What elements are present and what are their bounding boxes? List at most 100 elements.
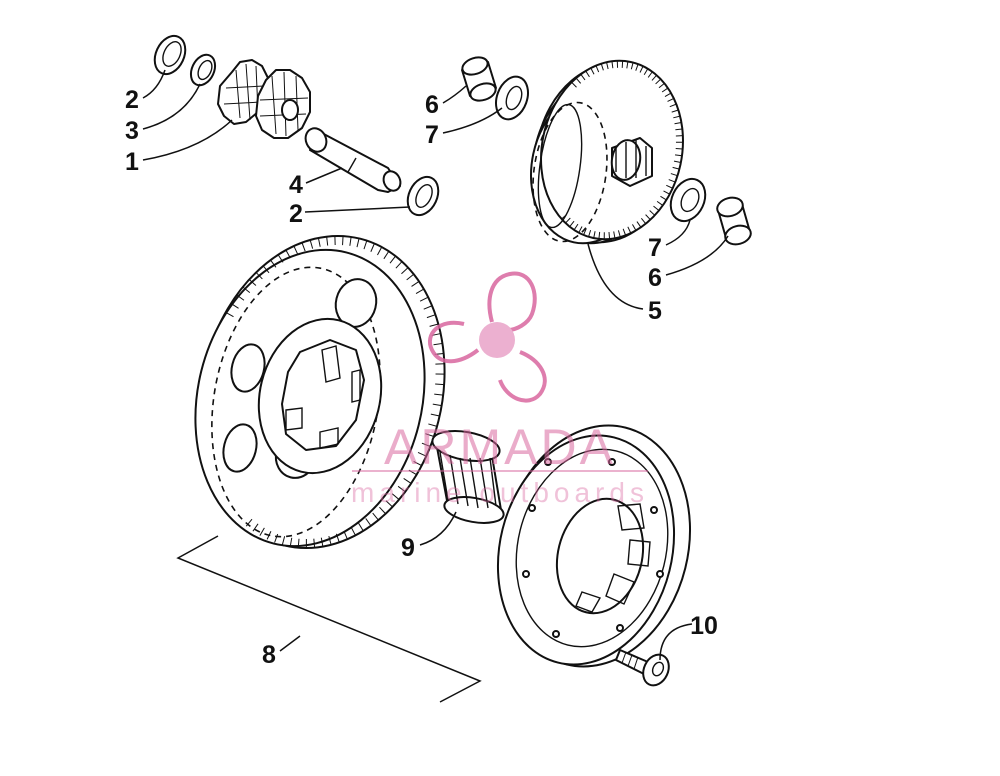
gear-tooth [413, 461, 422, 467]
gear-tooth [428, 423, 438, 427]
gear-tooth [622, 228, 627, 236]
gear-tooth [575, 77, 582, 84]
gear-tooth [297, 538, 300, 548]
callout-6-top: 6 [425, 91, 439, 119]
propeller-logo-icon [428, 271, 547, 403]
gear-tooth [403, 478, 412, 484]
gear-tooth [335, 533, 340, 543]
gear-tooth [377, 246, 383, 256]
gear-tooth [617, 230, 621, 238]
washer-part-2-bottom [406, 175, 440, 217]
gear-tooth [365, 518, 372, 527]
gear-tooth [661, 87, 669, 93]
gear-tooth [674, 154, 683, 157]
gear-tooth [673, 160, 681, 163]
gear-tooth [391, 493, 400, 500]
snap-ring-part-3 [189, 53, 217, 87]
washer-part-7-bottom [669, 177, 707, 223]
washer-part-7-top [495, 75, 529, 121]
gear-tooth [578, 226, 583, 233]
gear-tooth [395, 261, 403, 269]
housing-bolt-holes [522, 458, 664, 638]
gear-tooth [673, 115, 681, 119]
double-gear-part-1 [217, 59, 311, 139]
gear-tooth [571, 81, 577, 88]
bushing-part-6-top [461, 56, 497, 102]
gear-tooth [640, 217, 647, 225]
gear-tooth [656, 200, 664, 206]
gear-tooth [372, 512, 379, 521]
gear-tooth [356, 238, 360, 248]
gear-8-teeth [225, 236, 445, 549]
gear-tooth [655, 78, 662, 85]
gear-tooth [675, 148, 683, 150]
gear-tooth [672, 166, 680, 170]
gear-tooth [317, 237, 321, 247]
gear-tooth [259, 527, 265, 536]
gear-tooth [252, 523, 259, 532]
gear-tooth [660, 195, 667, 201]
gear-tooth [242, 286, 251, 294]
gear-tooth [429, 323, 439, 327]
shaft-part-4 [304, 127, 402, 193]
gear-tooth [674, 122, 682, 125]
gear-tooth [626, 61, 629, 69]
gear-tooth [647, 71, 653, 78]
gear-tooth [664, 92, 672, 98]
gear-tooth [435, 383, 445, 386]
gear-tooth [245, 518, 253, 527]
driven-gear-part-5 [529, 59, 684, 245]
gear-tooth [630, 62, 634, 70]
gear-tooth [666, 184, 673, 189]
gear-tooth [658, 83, 665, 89]
gear-tooth [611, 61, 614, 69]
gear-tooth [277, 254, 284, 263]
gear-tooth [600, 63, 604, 71]
gear-tooth [397, 485, 406, 493]
gear-tooth [262, 265, 270, 274]
gear-tooth [632, 224, 637, 231]
gear-tooth [411, 280, 420, 287]
gear-tooth [593, 231, 596, 239]
callout-4: 4 [289, 171, 303, 199]
gear-tooth [643, 68, 649, 75]
starter-gear-part-8 [194, 234, 446, 550]
gear-5-teeth [561, 60, 683, 240]
armada-watermark: ARMADA marine outboards [351, 271, 648, 508]
gear-tooth [433, 342, 443, 346]
callout-7-top: 7 [425, 121, 439, 149]
washer-part-2-top [153, 34, 187, 76]
gear-tooth [613, 231, 616, 239]
gear-tooth [569, 220, 575, 228]
cap-screw-part-10 [615, 649, 670, 687]
gear-tooth [667, 98, 675, 102]
gear-tooth [425, 433, 435, 437]
callout-2-top: 2 [125, 86, 139, 114]
gear-tooth [639, 65, 644, 73]
gear-tooth [349, 236, 352, 246]
gear-tooth [671, 109, 679, 113]
gear-tooth [419, 296, 429, 302]
gear-tooth [309, 239, 314, 249]
watermark-brand: ARMADA [384, 419, 616, 475]
callout-1: 1 [125, 148, 139, 176]
gear-tooth [668, 179, 676, 183]
gear-tooth [595, 65, 600, 73]
needle-bearing-part-9 [431, 430, 505, 524]
gear-tooth [320, 537, 324, 547]
gear-tooth [326, 236, 329, 246]
gear-tooth [585, 70, 590, 78]
bushing-part-6-bottom [716, 196, 752, 246]
gear-tooth [415, 288, 425, 295]
gear-tooth [385, 500, 393, 508]
gear-tooth [608, 231, 611, 240]
gear-tooth [670, 173, 678, 177]
gear-tooth [350, 527, 356, 536]
gear-tooth [573, 223, 579, 231]
callout-labels: 2 3 1 4 2 6 7 7 6 5 9 10 8 [125, 86, 718, 669]
gear-tooth [663, 190, 670, 195]
callout-5: 5 [648, 297, 662, 325]
gear-tooth [389, 255, 396, 264]
gear-tooth [649, 210, 656, 216]
gear-tooth [363, 240, 368, 250]
